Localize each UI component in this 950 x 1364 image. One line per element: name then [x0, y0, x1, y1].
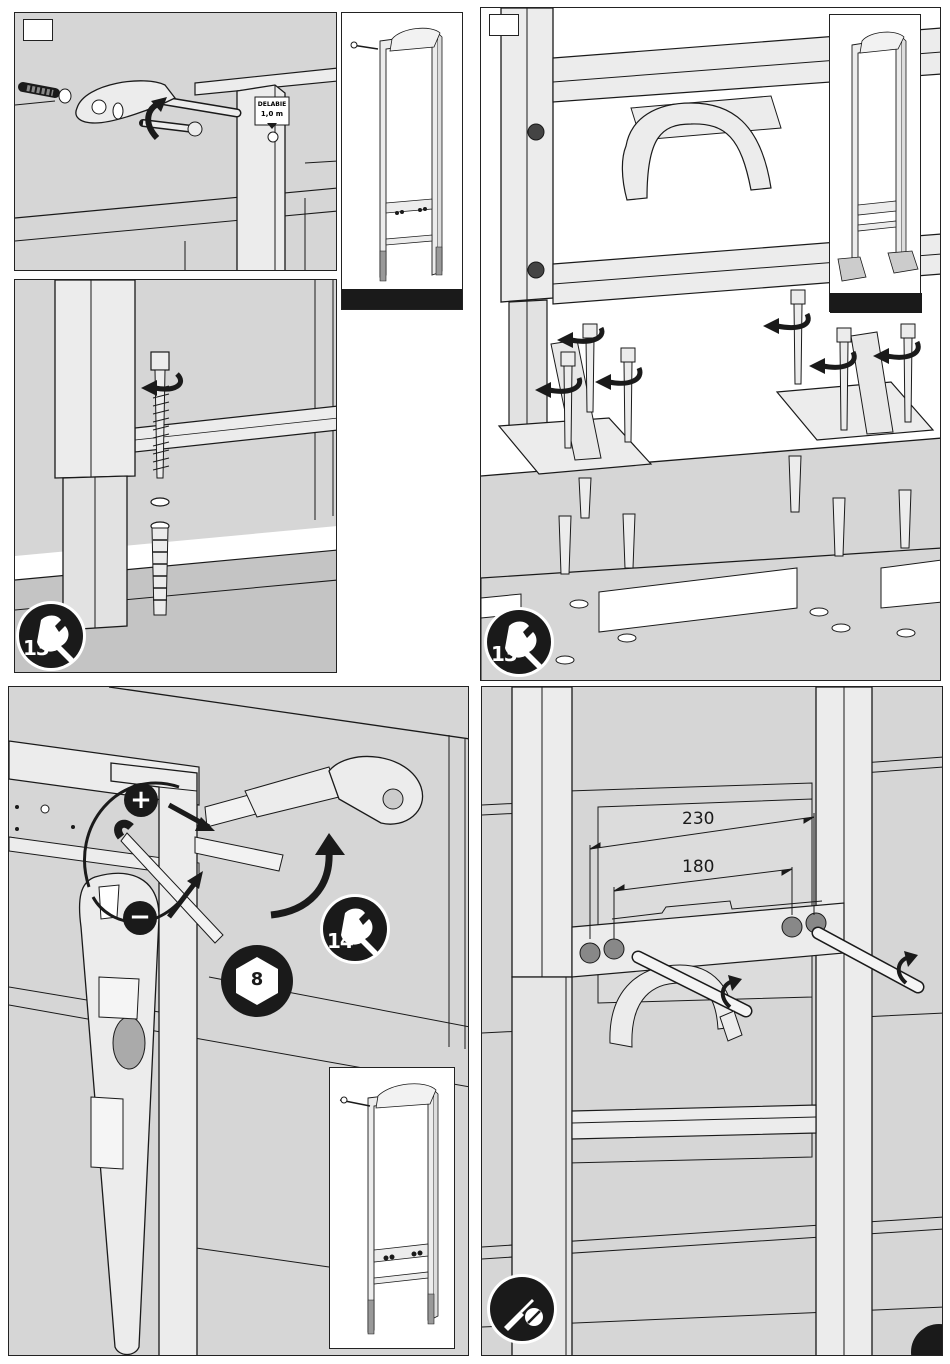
plate-label-brand: DELABIE [258, 101, 286, 108]
frame-thumbnail-panel [329, 1067, 455, 1349]
screwdriver-icon [490, 1277, 554, 1341]
step-number [23, 19, 53, 41]
frame-thumbnail-panel [829, 14, 921, 312]
dimension-inner-label: 180 [682, 857, 714, 877]
hex-key-badge: 8 [221, 945, 293, 1017]
frame-thumbnail-icon [830, 15, 922, 313]
step-number [489, 14, 519, 36]
wrench-badge: 13 [19, 604, 83, 668]
stud-rods-drawing [482, 687, 943, 1356]
hex-key-size: 8 [221, 969, 293, 990]
plate-label-length: 1,0 m [261, 110, 283, 118]
bracket-fixing-drawing: DELABIE 1,0 m [15, 13, 337, 271]
frame-thumbnail-icon [330, 1068, 456, 1350]
step-panel-floor-anchor: 13 [14, 279, 337, 673]
wrench-badge: 14 [323, 897, 387, 961]
step-panel-height-adjust: + − 14 8 [8, 686, 469, 1356]
step-panel-bracket-fixing: DELABIE 1,0 m [14, 12, 337, 271]
step-panel-stud-rods: 230 180 [481, 686, 943, 1356]
dimension-outer-label: 230 [682, 809, 714, 829]
wrench-size: 13 [491, 642, 517, 666]
screwdriver-badge [490, 1277, 554, 1341]
wrench-badge: 13 [487, 610, 551, 674]
wrench-size: 13 [23, 636, 49, 660]
minus-badge: − [123, 901, 157, 935]
wrench-size: 14 [327, 929, 353, 953]
frame-thumbnail-icon [342, 13, 463, 310]
plus-badge: + [124, 783, 158, 817]
frame-thumbnail-panel [341, 12, 463, 310]
step-panel-foot-anchors: 13 [480, 7, 941, 681]
